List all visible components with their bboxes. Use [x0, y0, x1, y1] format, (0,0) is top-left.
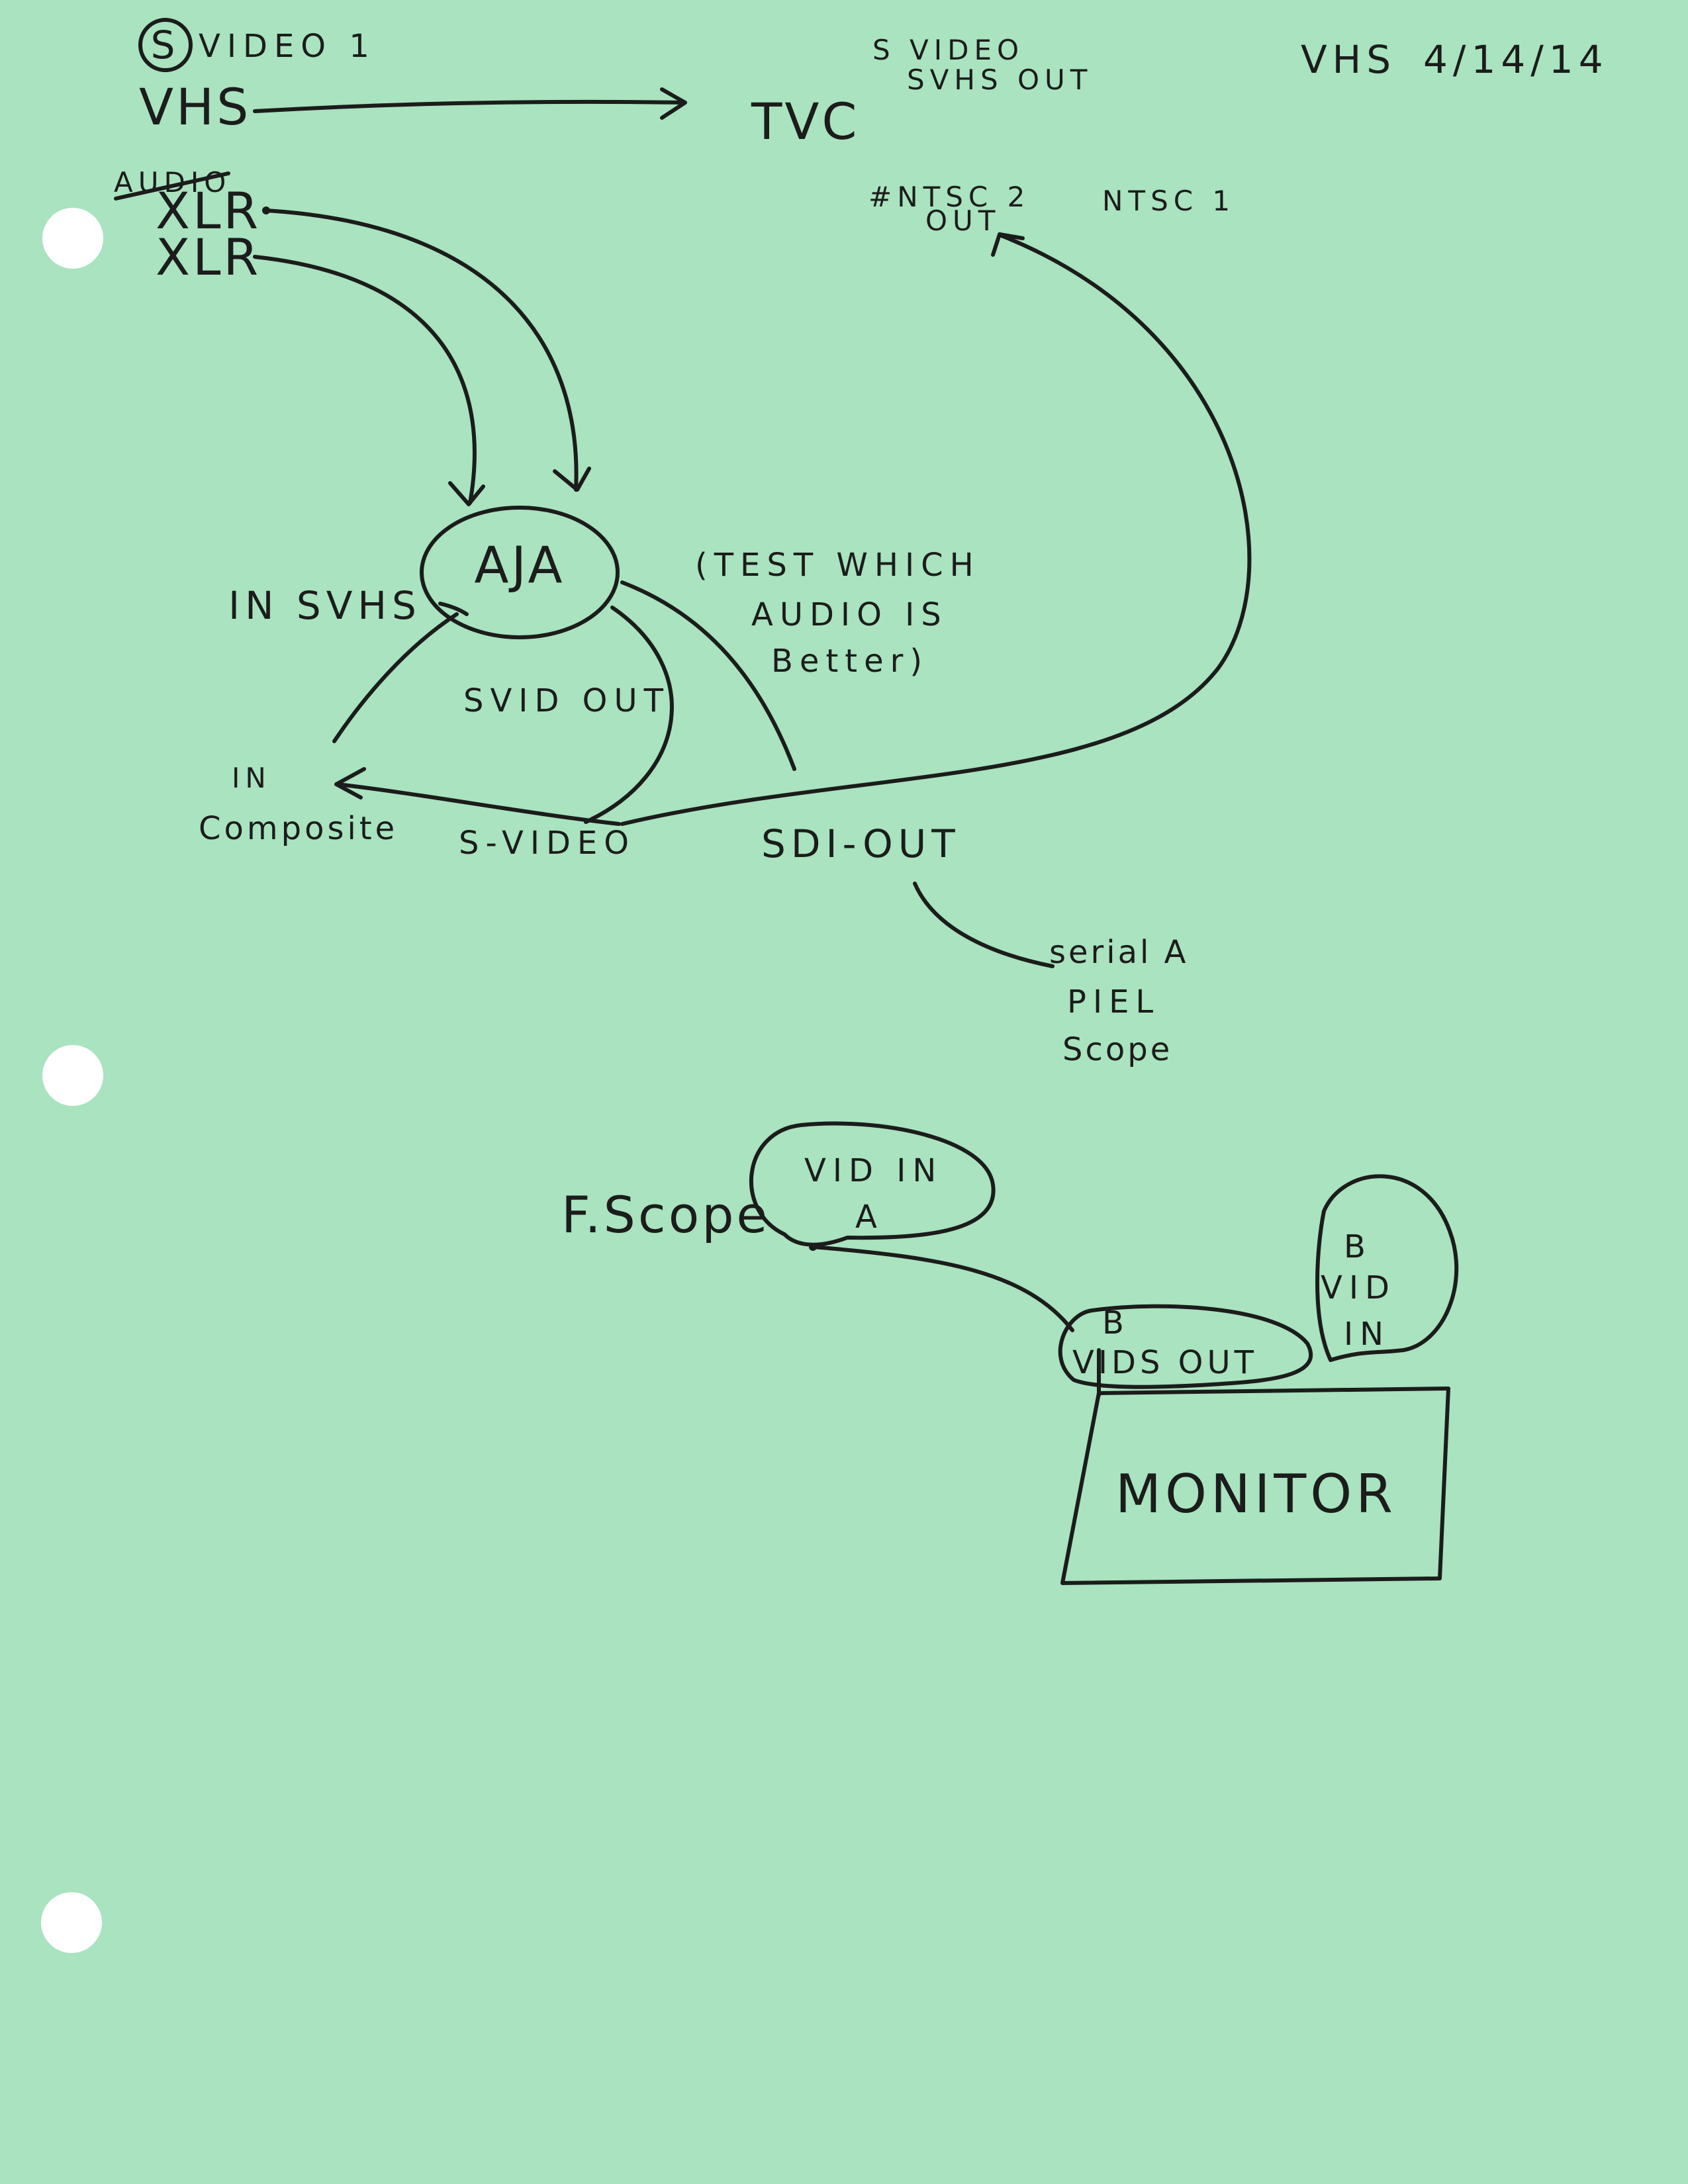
- b-vid-in-label-2: VID: [1321, 1269, 1396, 1306]
- monitor-box: [1060, 1387, 1450, 1585]
- aja-node-outline: [420, 506, 620, 639]
- composite-node: Composite: [199, 810, 398, 847]
- xlr-2-to-aja-cable: [253, 255, 477, 505]
- punch-hole-top: [42, 208, 103, 269]
- sdi-to-scope-cable: [913, 882, 1055, 968]
- sdi-out-node: SDI-OUT: [761, 821, 961, 866]
- fscope-to-monitor-cable: [811, 1245, 1074, 1332]
- b-vid-in-label-3: IN: [1344, 1316, 1390, 1353]
- svhs-input-stub: [438, 602, 469, 616]
- source-badge-circle: [138, 18, 193, 72]
- b-vids-out-label: B: [1102, 1304, 1131, 1342]
- in-svhs-label: IN SVHS: [228, 583, 422, 628]
- tvc-node: TVC: [751, 92, 859, 151]
- svideo-to-composite-arrow: [336, 782, 621, 826]
- xlr-2-node: XLR: [156, 228, 261, 287]
- xlr-1-to-aja-arrowhead: [553, 467, 591, 492]
- b-vid-in-label: B: [1344, 1228, 1372, 1265]
- b-vids-out-label-2: VIDS OUT: [1072, 1344, 1258, 1381]
- svideo-to-ntsc2-arrowhead: [991, 232, 1025, 257]
- aja-to-sdi-cable: [620, 580, 796, 771]
- scope-label: Scope: [1062, 1031, 1172, 1068]
- xlr-1-node: XLR: [156, 181, 261, 240]
- note-line-1: (TEST WHICH: [695, 547, 980, 584]
- date-label: 4/14/14: [1423, 37, 1609, 82]
- aja-to-svideo-cable: [584, 606, 674, 824]
- b-vids-out-outline: [1058, 1304, 1313, 1389]
- ntsc2-out-label-2: OUT: [925, 205, 1000, 237]
- in-label: IN: [232, 762, 271, 794]
- svideo-node: S-VIDEO: [459, 825, 635, 862]
- vid-in-a-label-2: A: [855, 1199, 884, 1236]
- monitor-node: MONITOR: [1115, 1463, 1397, 1525]
- vhs-to-tvc-arrow: [253, 99, 684, 113]
- punch-hole-middle: [42, 1045, 103, 1106]
- ntsc1-label: NTSC 1: [1102, 185, 1235, 217]
- aja-node: AJA: [474, 535, 565, 594]
- aja-to-composite-cable: [332, 612, 459, 743]
- vid-in-a-outline: [749, 1121, 996, 1247]
- note-line-3: Better): [771, 643, 929, 680]
- b-vid-in-outline: [1315, 1174, 1459, 1362]
- tvc-svhs-out-label: SVHS OUT: [907, 64, 1092, 96]
- tvc-svideo-label: S VIDEO: [872, 34, 1024, 66]
- source-label: VIDEO 1: [199, 28, 376, 65]
- ntsc2-out-label: #NTSC 2: [868, 181, 1030, 213]
- xlr-2-to-aja-arrowhead: [448, 481, 485, 506]
- vhs-node: VHS: [139, 77, 251, 136]
- fscope-node: F.Scope: [561, 1185, 770, 1244]
- source-badge: S: [151, 23, 181, 68]
- vid-in-a-label: VID IN: [804, 1152, 943, 1189]
- note-line-2: AUDIO IS: [751, 596, 948, 633]
- xlr-1-to-aja-cable: [264, 208, 579, 492]
- svideo-to-ntsc2-cable: [620, 233, 1252, 826]
- svideo-to-composite-arrowhead: [334, 767, 366, 799]
- vhs-to-tvc-arrowhead: [660, 87, 687, 120]
- svid-out-label: SVID OUT: [463, 682, 670, 719]
- audio-underline: [114, 171, 230, 201]
- format-label: VHS: [1301, 37, 1396, 82]
- piel-label: PIEL: [1067, 983, 1160, 1021]
- serial-a-label: serial A: [1049, 934, 1188, 971]
- punch-hole-bottom: [41, 1892, 102, 1953]
